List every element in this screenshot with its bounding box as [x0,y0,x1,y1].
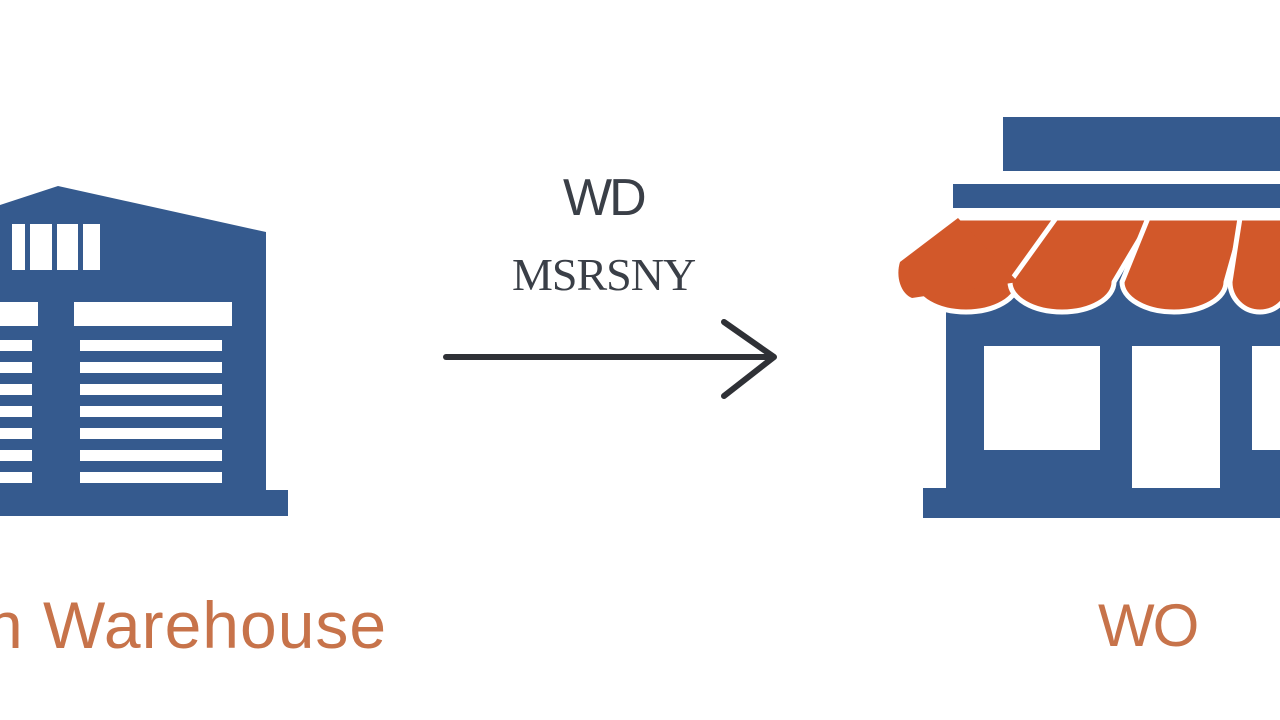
warehouse-window [12,224,100,270]
warehouse-base [0,490,288,516]
store-door [1132,346,1220,488]
warehouse-right-shutter [80,340,222,483]
store-sign [1003,117,1280,171]
right-arrow-icon [443,319,777,399]
store-window-left [984,346,1100,450]
warehouse-icon [0,186,288,516]
connector-title: WD [563,169,647,227]
warehouse-left-door-header [0,302,38,326]
warehouse-right-door-header [74,302,232,326]
store-window-right [1252,346,1280,450]
store-roof [953,184,1280,208]
store-awning [898,215,1280,315]
store-label: WO [1098,592,1199,659]
warehouse-left-shutter [0,340,32,483]
storefront-icon [898,117,1280,518]
connector-subtitle: MSRSNY [512,249,696,300]
warehouse-label: n Warehouse [0,588,388,662]
store-base [923,488,1280,518]
